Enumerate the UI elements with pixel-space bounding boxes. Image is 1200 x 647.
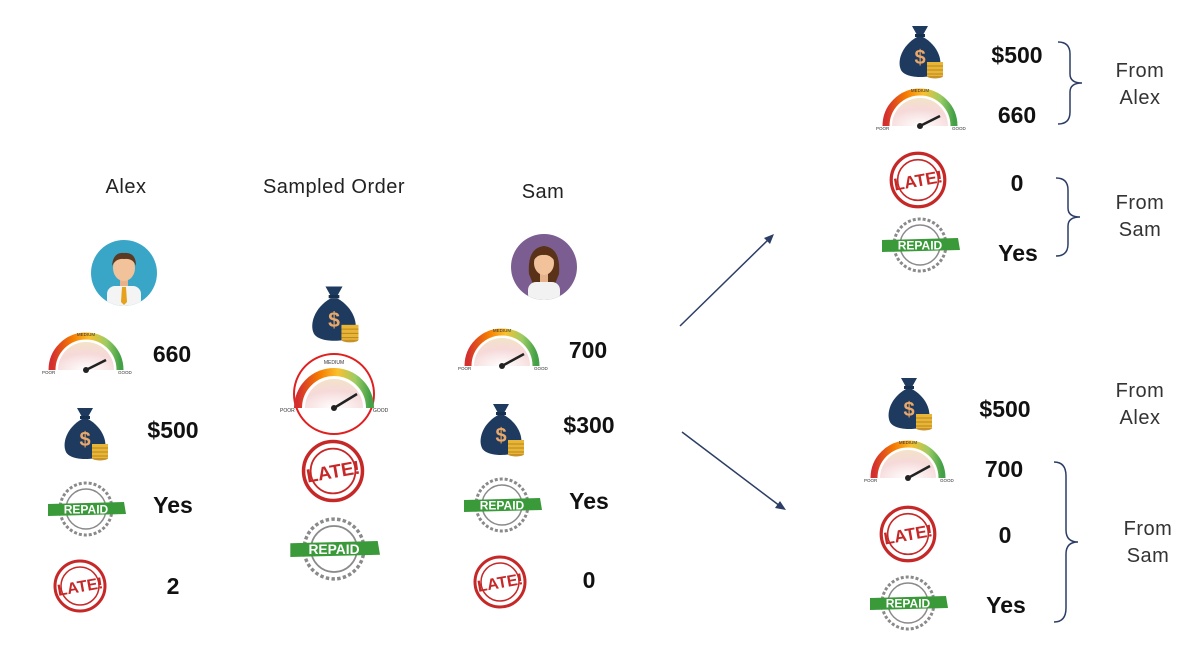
svg-text:MEDIUM: MEDIUM: [324, 360, 344, 366]
money-bag-icon: $: [888, 378, 932, 431]
female-avatar-icon: [528, 246, 560, 300]
result1-late: 0: [1010, 170, 1024, 196]
svg-text:$: $: [914, 47, 925, 69]
arrow-down-right-icon: [681, 431, 786, 510]
repaid-stamp-icon: REPAID: [882, 217, 960, 273]
arrow-up-right-icon: [679, 234, 774, 327]
money-bag-icon: $: [480, 404, 524, 457]
brace-icon: [1053, 461, 1079, 623]
result1-from-alex: From Alex: [1115, 60, 1165, 109]
late-stamp-icon: LATE!: [889, 151, 947, 209]
male-avatar-icon: [107, 252, 141, 306]
svg-text:POOR: POOR: [280, 408, 295, 414]
alex-late: 2: [166, 573, 180, 599]
svg-text:POOR: POOR: [42, 370, 56, 375]
money-bag-icon: $: [899, 26, 943, 79]
result1-from-sam: From Sam: [1115, 192, 1165, 241]
svg-text:REPAID: REPAID: [480, 499, 525, 513]
result1-repaid: Yes: [998, 240, 1038, 266]
svg-text:GOOD: GOOD: [952, 126, 967, 131]
sam-repaid: Yes: [569, 488, 609, 514]
money-bag-icon: $: [312, 286, 359, 343]
svg-text:$: $: [328, 308, 340, 332]
svg-text:GOOD: GOOD: [373, 408, 389, 414]
sam-score: 700: [568, 337, 608, 363]
sam-name: Sam: [521, 181, 565, 203]
svg-text:MEDIUM: MEDIUM: [493, 328, 511, 333]
repaid-stamp-icon: REPAID: [48, 481, 126, 537]
svg-text:$: $: [79, 429, 90, 451]
svg-text:MEDIUM: MEDIUM: [77, 332, 95, 337]
result2-from-alex: From Alex: [1115, 380, 1165, 429]
alex-score: 660: [152, 341, 192, 367]
late-stamp-icon: LATE!: [473, 555, 527, 609]
result2-score: 700: [984, 456, 1024, 482]
svg-text:REPAID: REPAID: [898, 239, 943, 253]
late-stamp-icon: LATE!: [879, 505, 937, 563]
credit-score-gauge-icon: MEDIUM POOR GOOD: [458, 328, 549, 371]
svg-text:GOOD: GOOD: [940, 478, 955, 483]
svg-text:REPAID: REPAID: [64, 503, 109, 517]
alex-loan: $500: [147, 417, 199, 443]
credit-score-gauge-icon: MEDIUM POOR GOOD: [864, 440, 955, 483]
result2-repaid: Yes: [986, 592, 1026, 618]
highlighted-credit-score-gauge-icon: MEDIUM POOR GOOD: [280, 353, 389, 435]
svg-text:POOR: POOR: [876, 126, 890, 131]
late-stamp-icon: LATE!: [301, 439, 365, 503]
credit-score-gauge-icon: MEDIUM POOR GOOD: [876, 88, 967, 131]
svg-text:$: $: [495, 425, 506, 447]
svg-text:REPAID: REPAID: [886, 597, 931, 611]
svg-text:POOR: POOR: [458, 366, 472, 371]
repaid-stamp-icon: REPAID: [290, 517, 380, 581]
result1-loan: $500: [991, 42, 1043, 68]
sam-avatar: [511, 234, 577, 300]
credit-score-gauge-icon: MEDIUM POOR GOOD: [42, 332, 133, 375]
svg-text:GOOD: GOOD: [534, 366, 549, 371]
alex-avatar: [91, 240, 157, 306]
svg-text:REPAID: REPAID: [308, 542, 359, 557]
result2-late: 0: [998, 522, 1012, 548]
late-stamp-icon: LATE!: [53, 559, 107, 613]
alex-repaid: Yes: [153, 492, 193, 518]
sam-loan: $300: [563, 412, 615, 438]
sampled-order-title: Sampled Order: [262, 176, 406, 198]
result2-from-sam: From Sam: [1123, 518, 1173, 567]
result1-score: 660: [997, 102, 1037, 128]
money-bag-icon: $: [64, 408, 108, 461]
result2-loan: $500: [979, 396, 1031, 422]
alex-name: Alex: [105, 176, 147, 198]
svg-text:GOOD: GOOD: [118, 370, 133, 375]
brace-icon: [1057, 41, 1083, 125]
sam-late: 0: [582, 567, 596, 593]
repaid-stamp-icon: REPAID: [870, 575, 948, 631]
svg-text:POOR: POOR: [864, 478, 878, 483]
repaid-stamp-icon: REPAID: [464, 477, 542, 533]
brace-icon: [1055, 177, 1081, 257]
svg-text:MEDIUM: MEDIUM: [899, 440, 917, 445]
svg-text:$: $: [903, 399, 914, 421]
svg-text:MEDIUM: MEDIUM: [911, 88, 929, 93]
